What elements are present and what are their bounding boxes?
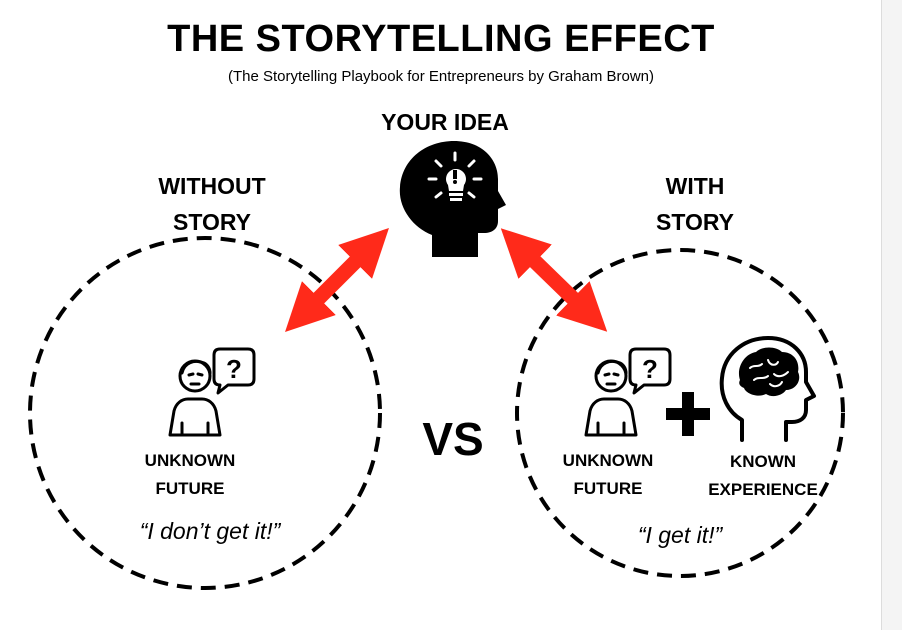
right-circle <box>515 248 845 578</box>
right-heading: WITH STORY <box>595 168 795 240</box>
right-heading-line1: WITH <box>665 173 725 199</box>
svg-text:?: ? <box>226 354 242 384</box>
confused-person-icon: ? <box>168 347 256 437</box>
right-heading-line2: STORY <box>656 209 734 235</box>
svg-text:?: ? <box>642 354 658 384</box>
left-person-line2: FUTURE <box>155 479 225 498</box>
right-arrow <box>500 228 608 332</box>
right-quote: “I get it!” <box>637 522 723 548</box>
left-heading: WITHOUT STORY <box>112 168 312 240</box>
slide: THE STORYTELLING EFFECT (The Storytellin… <box>28 18 845 590</box>
head-lightbulb-icon <box>399 141 506 257</box>
right-person-line2: FUTURE <box>573 479 643 498</box>
plus-icon <box>666 392 710 436</box>
page-edge <box>881 0 902 630</box>
right-brain-line1: KNOWN <box>729 452 797 471</box>
right-person-line1: UNKNOWN <box>562 451 654 470</box>
idea-label: YOUR IDEA <box>381 109 509 135</box>
left-person-line1: UNKNOWN <box>144 451 236 470</box>
right-brain-line2: EXPERIENCE <box>708 480 818 499</box>
head-brain-icon <box>719 336 816 442</box>
left-quote: “I don’t get it!” <box>139 518 281 544</box>
page-subtitle: (The Storytelling Playbook for Entrepren… <box>227 68 655 85</box>
vs-label: VS <box>422 413 484 465</box>
diagram-art: ? ? <box>28 141 845 590</box>
right-person-label: UNKNOWN FUTURE <box>543 447 673 503</box>
left-heading-line2: STORY <box>173 209 251 235</box>
confused-person-icon: ? <box>584 347 672 437</box>
right-brain-label: KNOWN EXPERIENCE <box>688 448 838 504</box>
left-arrow <box>285 228 389 332</box>
left-circle <box>28 236 382 590</box>
left-heading-line1: WITHOUT <box>158 173 266 199</box>
left-person-label: UNKNOWN FUTURE <box>125 447 255 503</box>
page-title: THE STORYTELLING EFFECT <box>167 18 715 60</box>
